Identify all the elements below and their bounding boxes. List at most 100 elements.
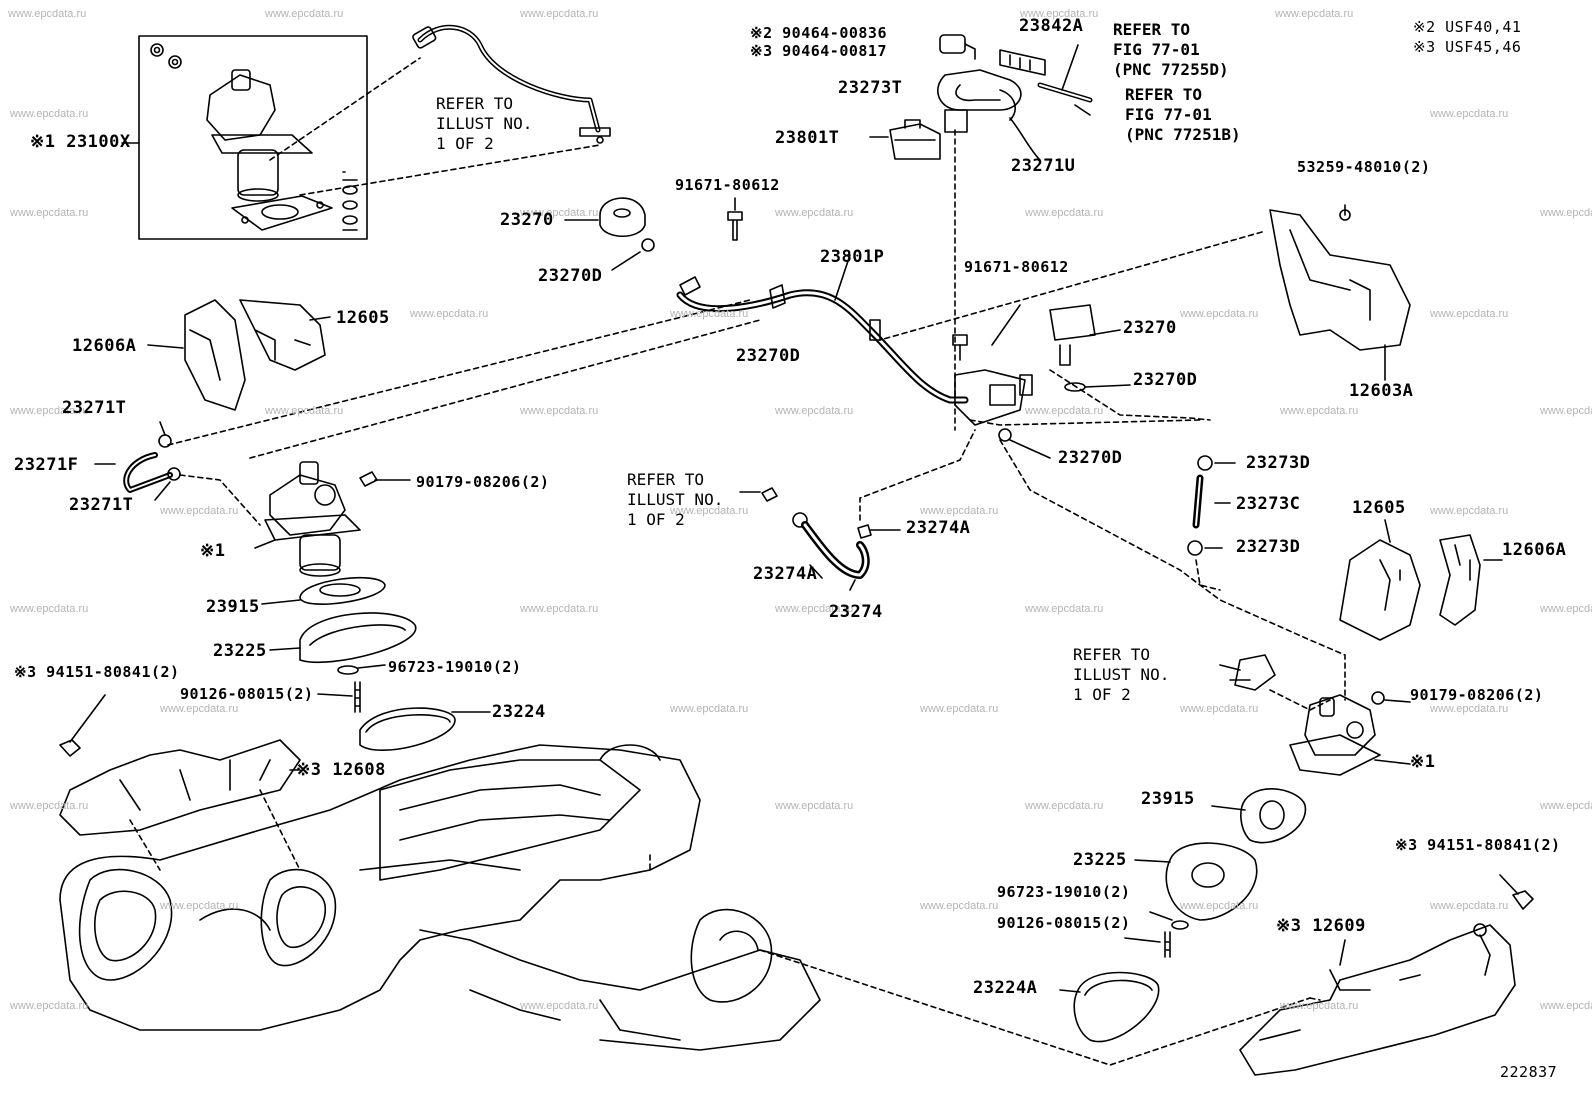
note-usf45: ※3 USF45,46 [1413,38,1522,56]
refer-illust-top[interactable]: REFER TO ILLUST NO. 1 OF 2 [436,94,533,153]
part-label-23915[interactable]: 23915 [206,597,260,617]
watermark: www.epcdata.ru [410,308,489,320]
refer-fig-77255d[interactable]: REFER TO FIG 77-01 (PNC 77255D) [1113,20,1229,79]
part-label-23271t[interactable]: 23271T [62,398,127,418]
part-label-90179-08206[interactable]: 90179-08206(2) [1410,686,1544,704]
part-label-23273c[interactable]: 23273C [1236,494,1301,514]
part-label-star1[interactable]: ※1 [1410,752,1436,772]
part-label-96723-19010[interactable]: 96723-19010(2) [997,883,1131,901]
bracket-12603a [1269,209,1411,351]
part-label-23273d[interactable]: 23273D [1236,537,1301,557]
watermark: www.epcdata.ru [1540,800,1592,812]
refer-fig-77251b[interactable]: REFER TO FIG 77-01 (PNC 77251B) [1125,85,1241,144]
watermark: www.epcdata.ru [1430,703,1509,715]
part-label-96723-19010[interactable]: 96723-19010(2) [388,658,522,676]
watermark: www.epcdata.ru [160,900,239,912]
watermark: www.epcdata.ru [10,405,89,417]
part-label-12603a[interactable]: 12603A [1349,381,1414,401]
watermark: www.epcdata.ru [520,603,599,615]
watermark: www.epcdata.ru [670,505,749,517]
gasket-23915-left [299,576,386,605]
watermark: www.epcdata.ru [920,703,999,715]
watermark: www.epcdata.ru [1540,207,1592,219]
part-label-90464-00836[interactable]: ※2 90464-00836 [750,24,887,42]
part-label-23100x[interactable]: ※1 23100X [30,132,131,152]
part-label-23801t[interactable]: 23801T [775,128,840,148]
part-label-90179-08206[interactable]: 90179-08206(2) [416,473,550,491]
watermark: www.epcdata.ru [1025,207,1104,219]
engine-intake-manifold [59,744,821,1051]
part-label-23801p[interactable]: 23801P [820,247,885,267]
watermark: www.epcdata.ru [775,800,854,812]
part-label-23273d[interactable]: 23273D [1246,453,1311,473]
heat-shield-12605-right [1339,539,1421,641]
watermark: www.epcdata.ru [1025,800,1104,812]
part-label-23270[interactable]: 23270 [500,210,554,230]
watermark: www.epcdata.ru [1540,405,1592,417]
part-label-23270d[interactable]: 23270D [736,346,801,366]
part-label-94151-80841[interactable]: ※3 94151-80841(2) [1395,836,1561,854]
part-label-12609[interactable]: ※3 12609 [1276,916,1366,936]
watermark: www.epcdata.ru [10,603,89,615]
part-label-23274a[interactable]: 23274A [906,518,971,538]
watermark: www.epcdata.ru [775,207,854,219]
part-label-23273t[interactable]: 23273T [838,78,903,98]
watermark: www.epcdata.ru [1430,108,1509,120]
watermark: www.epcdata.ru [670,703,749,715]
watermark: www.epcdata.ru [520,405,599,417]
part-label-94151-80841[interactable]: ※3 94151-80841(2) [14,663,180,681]
air-pump-left [254,461,361,577]
part-label-12605[interactable]: 12605 [1352,498,1406,518]
gasket-ring-23224 [359,707,456,752]
part-label-23224[interactable]: 23224 [492,702,546,722]
part-label-12608[interactable]: ※3 12608 [296,760,386,780]
watermark: www.epcdata.ru [1180,900,1259,912]
part-label-23271f[interactable]: 23271F [14,455,79,475]
bracket-23801t [889,119,941,160]
watermark: www.epcdata.ru [920,900,999,912]
watermark: www.epcdata.ru [520,207,599,219]
part-label-91671-80612[interactable]: 91671-80612 [964,258,1069,276]
refer-illust-mid[interactable]: REFER TO ILLUST NO. 1 OF 2 [627,470,724,529]
heat-shield-12608 [59,739,301,836]
part-label-23270d[interactable]: 23270D [1133,370,1198,390]
watermark: www.epcdata.ru [1540,603,1592,615]
damper-23270-right [1049,304,1096,341]
watermark: www.epcdata.ru [1280,405,1359,417]
watermark: www.epcdata.ru [1180,308,1259,320]
part-label-23270d[interactable]: 23270D [1058,448,1123,468]
part-label-23225[interactable]: 23225 [1073,850,1127,870]
part-label-23915[interactable]: 23915 [1141,789,1195,809]
part-label-23274[interactable]: 23274 [829,602,883,622]
watermark: www.epcdata.ru [520,8,599,20]
part-label-23274a[interactable]: 23274A [753,564,818,584]
part-label-23842a[interactable]: 23842A [1019,16,1084,36]
watermark: www.epcdata.ru [1430,308,1509,320]
heat-shield-12606a-right [1439,534,1481,626]
heat-shield-12605-left [239,299,326,371]
heat-shield-12606a-left [184,299,246,411]
watermark: www.epcdata.ru [10,207,89,219]
part-label-23225[interactable]: 23225 [213,641,267,661]
part-label-53259-48010[interactable]: 53259-48010(2) [1297,158,1431,176]
part-label-12605[interactable]: 12605 [336,308,390,328]
hose-23271f [123,452,173,493]
part-label-90126-08015[interactable]: 90126-08015(2) [180,685,314,703]
refer-illust-right[interactable]: REFER TO ILLUST NO. 1 OF 2 [1073,645,1170,704]
part-label-23271t[interactable]: 23271T [69,495,134,515]
part-label-23270[interactable]: 23270 [1123,318,1177,338]
part-label-23271u[interactable]: 23271U [1011,156,1076,176]
part-label-12606a[interactable]: 12606A [72,336,137,356]
part-label-91671-80612[interactable]: 91671-80612 [675,176,780,194]
part-label-90464-00817[interactable]: ※3 90464-00817 [750,42,887,60]
part-label-23270d[interactable]: 23270D [538,266,603,286]
part-label-23224a[interactable]: 23224A [973,978,1038,998]
part-label-star1[interactable]: ※1 [200,541,226,561]
gasket-23915-right [1240,788,1307,844]
watermark: www.epcdata.ru [1275,8,1354,20]
part-label-12606a[interactable]: 12606A [1502,540,1567,560]
watermark: www.epcdata.ru [775,603,854,615]
part-label-90126-08015[interactable]: 90126-08015(2) [997,914,1131,932]
